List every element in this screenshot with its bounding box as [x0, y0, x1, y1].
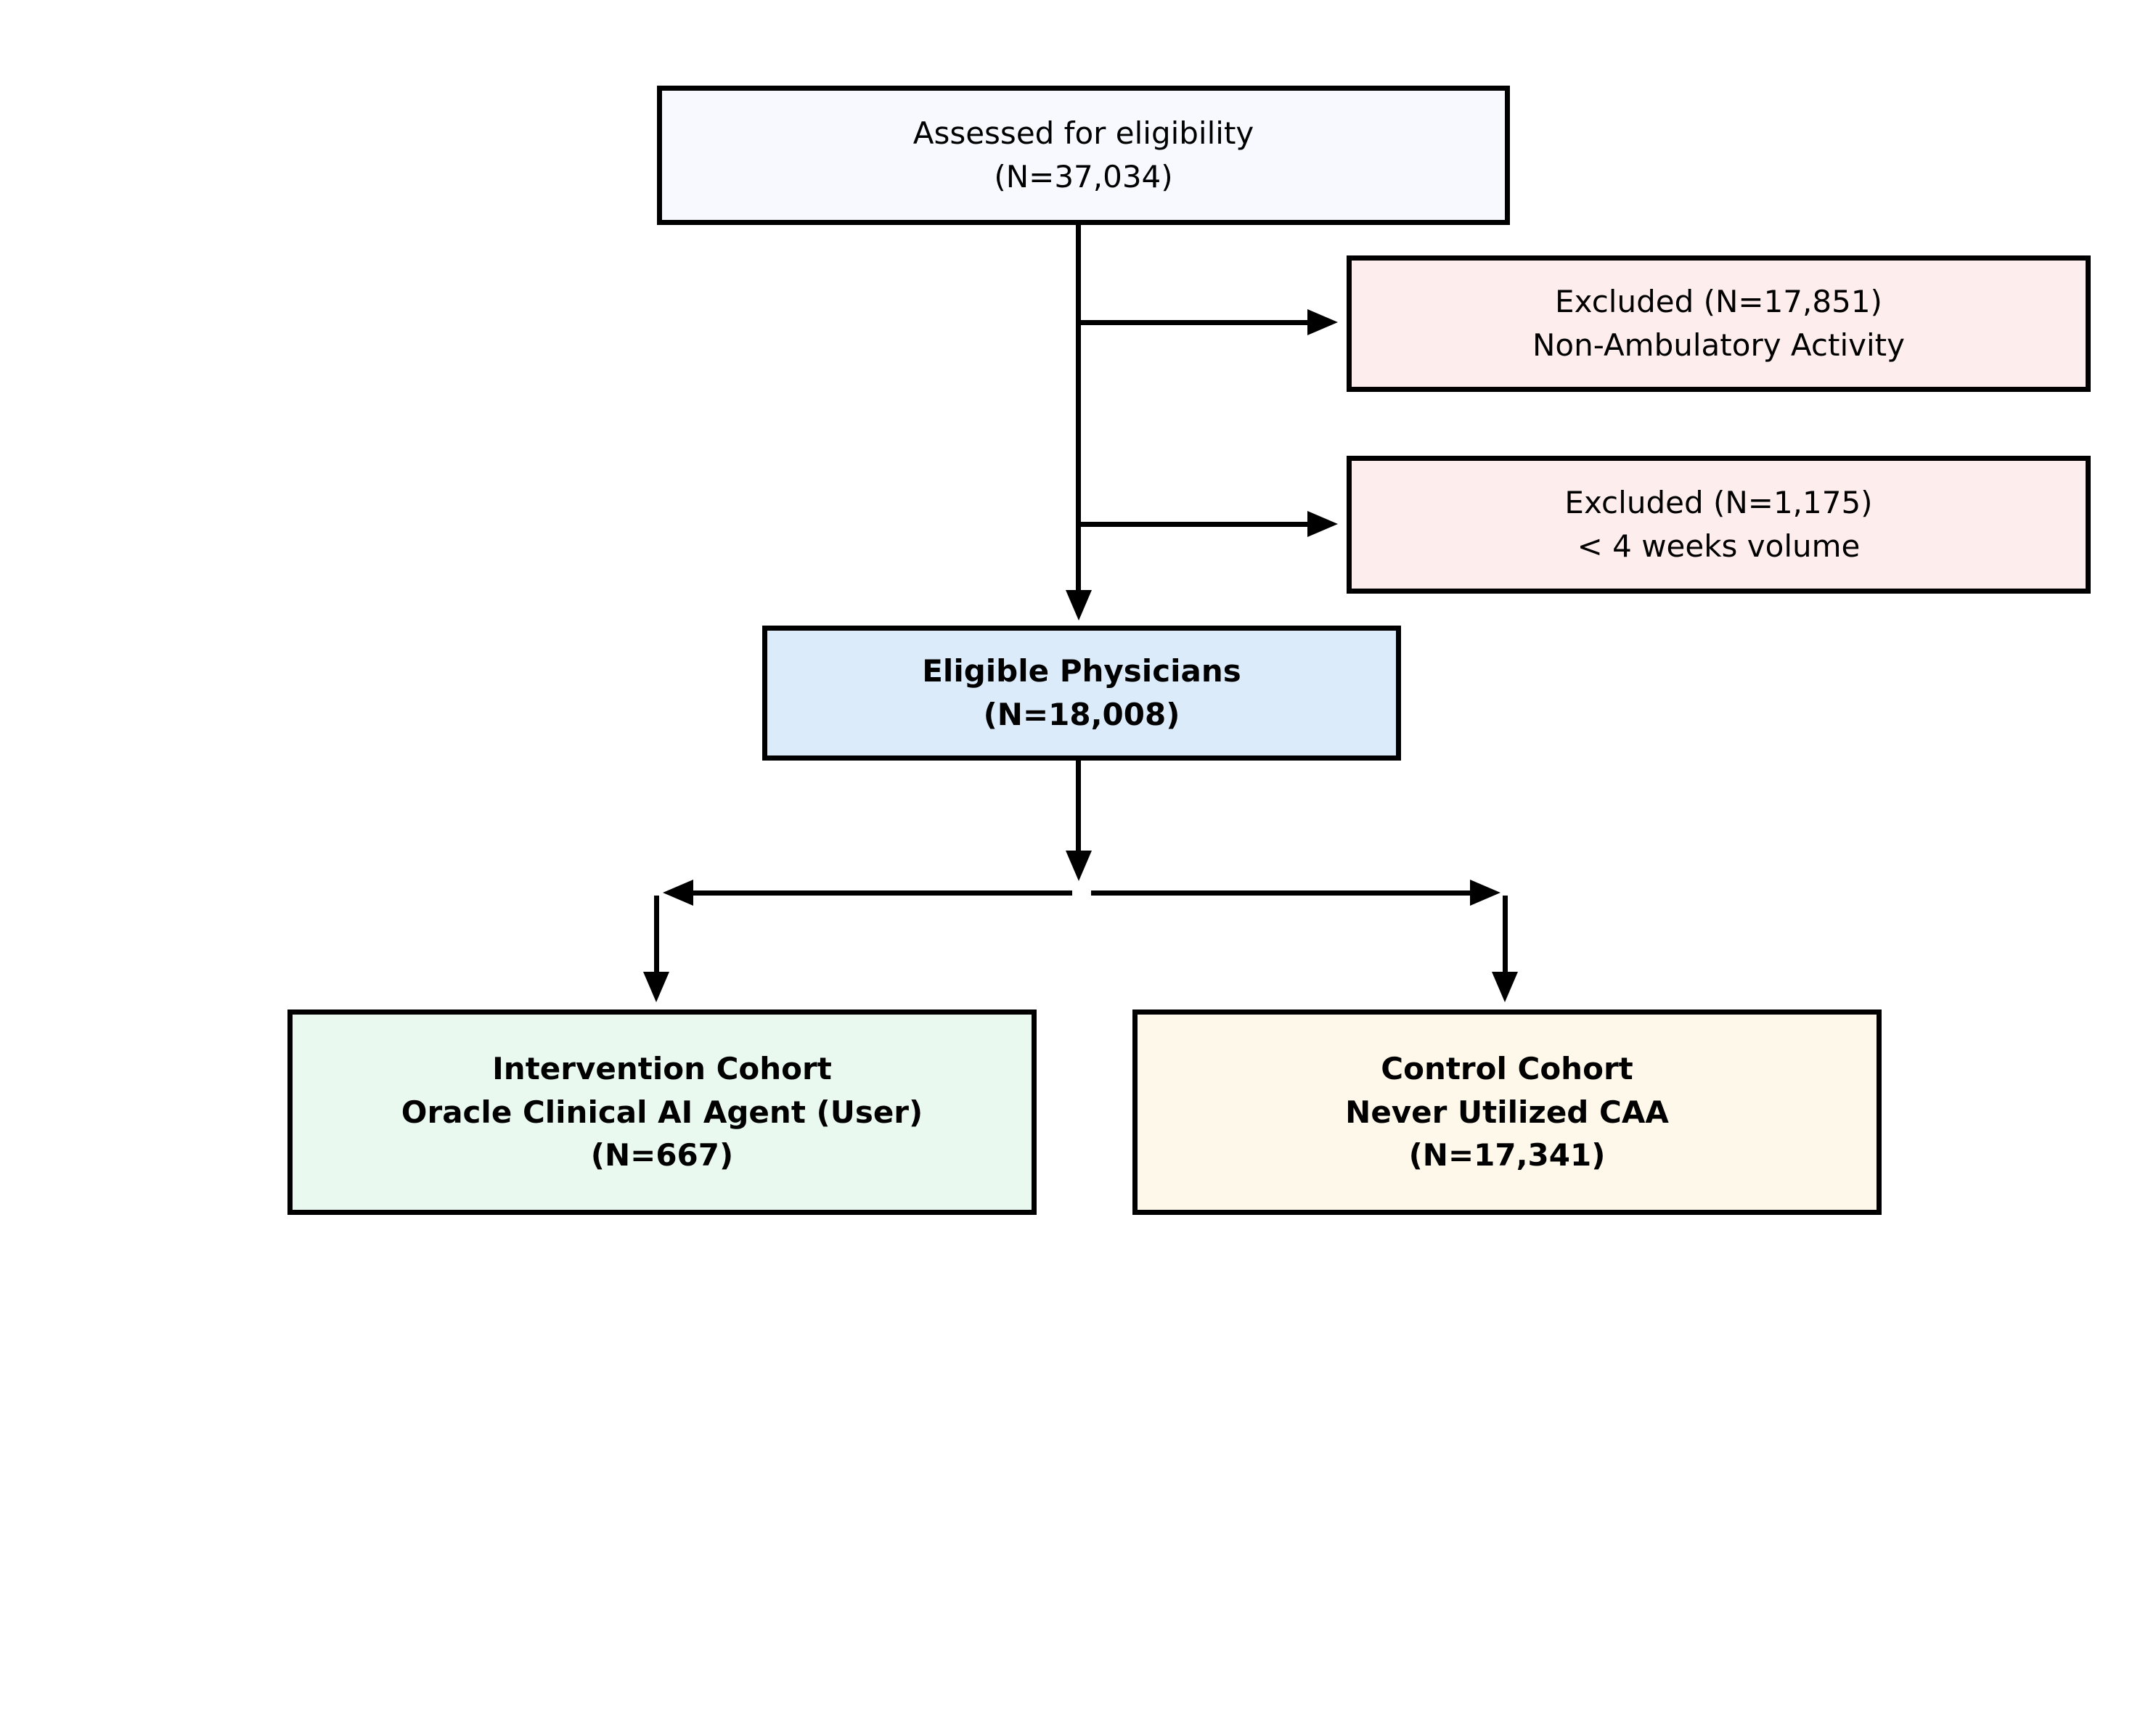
split-arrow-left-head-icon — [663, 880, 693, 906]
excluded-non-ambulatory-line1: Excluded (N=17,851) — [1555, 284, 1882, 320]
eligible-box-line1: Eligible Physicians — [922, 653, 1241, 689]
arrow-eligible-to-junction-line — [1076, 761, 1081, 851]
intervention-box-line3: (N=667) — [590, 1137, 734, 1174]
split-arrow-right-head-icon — [1470, 880, 1500, 906]
excluded-non-ambulatory-box: Excluded (N=17,851) Non-Ambulatory Activ… — [1347, 255, 2091, 392]
control-cohort-box: Control Cohort Never Utilized CAA (N=17,… — [1132, 1010, 1882, 1215]
arrow-to-control-line — [1503, 896, 1508, 972]
arrow-to-excluded-non-ambulatory-line — [1078, 320, 1307, 325]
intervention-cohort-box: Intervention Cohort Oracle Clinical AI A… — [287, 1010, 1037, 1215]
excluded-low-volume-box: Excluded (N=1,175) < 4 weeks volume — [1347, 456, 2091, 594]
control-box-line3: (N=17,341) — [1408, 1137, 1606, 1174]
excluded-non-ambulatory-line2: Non-Ambulatory Activity — [1532, 327, 1905, 363]
arrow-to-intervention-head-icon — [643, 972, 669, 1002]
arrow-to-control-head-icon — [1492, 972, 1518, 1002]
intervention-box-line1: Intervention Cohort — [492, 1051, 832, 1087]
assessed-box-line1: Assessed for eligibility — [912, 115, 1254, 152]
assessed-for-eligibility-box: Assessed for eligibility (N=37,034) — [657, 86, 1510, 225]
intervention-box-line2: Oracle Clinical AI Agent (User) — [401, 1094, 923, 1130]
excluded-low-volume-line1: Excluded (N=1,175) — [1564, 485, 1873, 521]
split-arrow-left-line — [693, 890, 1072, 896]
arrow-to-excluded-low-volume-line — [1078, 522, 1307, 527]
split-arrow-right-line — [1091, 890, 1470, 896]
arrow-eligible-to-junction-head-icon — [1066, 851, 1092, 881]
control-box-line2: Never Utilized CAA — [1345, 1094, 1669, 1130]
arrow-to-excluded-low-volume-head-icon — [1307, 511, 1338, 537]
arrow-assessed-to-eligible-head-icon — [1066, 590, 1092, 621]
arrow-to-excluded-non-ambulatory-head-icon — [1307, 309, 1338, 335]
control-box-line1: Control Cohort — [1381, 1051, 1633, 1087]
assessed-box-line2: (N=37,034) — [994, 159, 1173, 194]
eligible-physicians-box: Eligible Physicians (N=18,008) — [762, 626, 1401, 761]
arrow-to-intervention-line — [654, 896, 659, 972]
eligible-box-line2: (N=18,008) — [983, 697, 1180, 732]
excluded-low-volume-line2: < 4 weeks volume — [1577, 528, 1861, 564]
arrow-assessed-to-eligible-line — [1076, 225, 1081, 590]
